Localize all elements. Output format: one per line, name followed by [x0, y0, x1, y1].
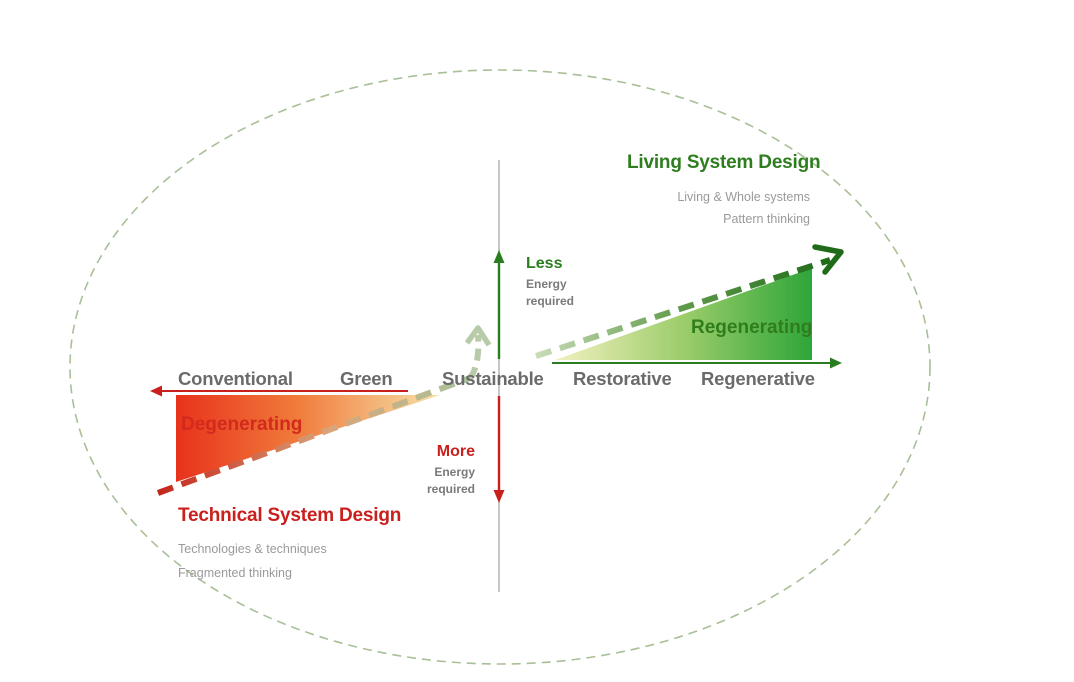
axis-label-restorative: Restorative	[573, 368, 672, 389]
sustainable-transition-dashed-line	[467, 334, 482, 380]
green-right-arrowhead-icon	[830, 357, 842, 369]
more-energy-sub1: Energy	[434, 465, 475, 479]
living-system-line1: Living & Whole systems	[677, 190, 810, 204]
axis-label-conventional: Conventional	[178, 368, 293, 389]
sustainable-arrowhead-icon	[464, 325, 492, 347]
red-left-arrowhead-icon	[150, 385, 162, 397]
degenerating-trend-dashed-line	[156, 375, 472, 496]
less-energy-sub1: Energy	[526, 277, 567, 291]
axis-label-regenerative: Regenerative	[701, 368, 815, 389]
less-energy-sub2: required	[526, 294, 575, 308]
red-down-arrowhead-icon	[493, 490, 505, 503]
degenerating-label: Degenerating	[181, 414, 303, 435]
less-energy-label: Less	[526, 255, 563, 272]
living-system-line2: Pattern thinking	[723, 212, 810, 226]
regenerating-triangle	[555, 268, 812, 360]
technical-system-design-title: Technical System Design	[178, 505, 402, 526]
axis-label-sustainable: Sustainable	[442, 368, 544, 389]
more-energy-sub2: required	[426, 482, 475, 496]
technical-system-line1: Technologies & techniques	[178, 542, 327, 556]
axis-label-green: Green	[340, 368, 393, 389]
more-energy-label: More	[436, 443, 475, 460]
regenerating-trend-dashed-line	[535, 257, 831, 359]
technical-system-line2: Fragmented thinking	[178, 566, 292, 580]
regenerating-label: Regenerating	[691, 317, 813, 338]
green-up-arrowhead-icon	[493, 250, 505, 263]
regenerating-arrowhead-icon	[812, 244, 844, 275]
boundary-ellipse	[69, 69, 931, 665]
living-system-design-title: Living System Design	[627, 152, 821, 173]
